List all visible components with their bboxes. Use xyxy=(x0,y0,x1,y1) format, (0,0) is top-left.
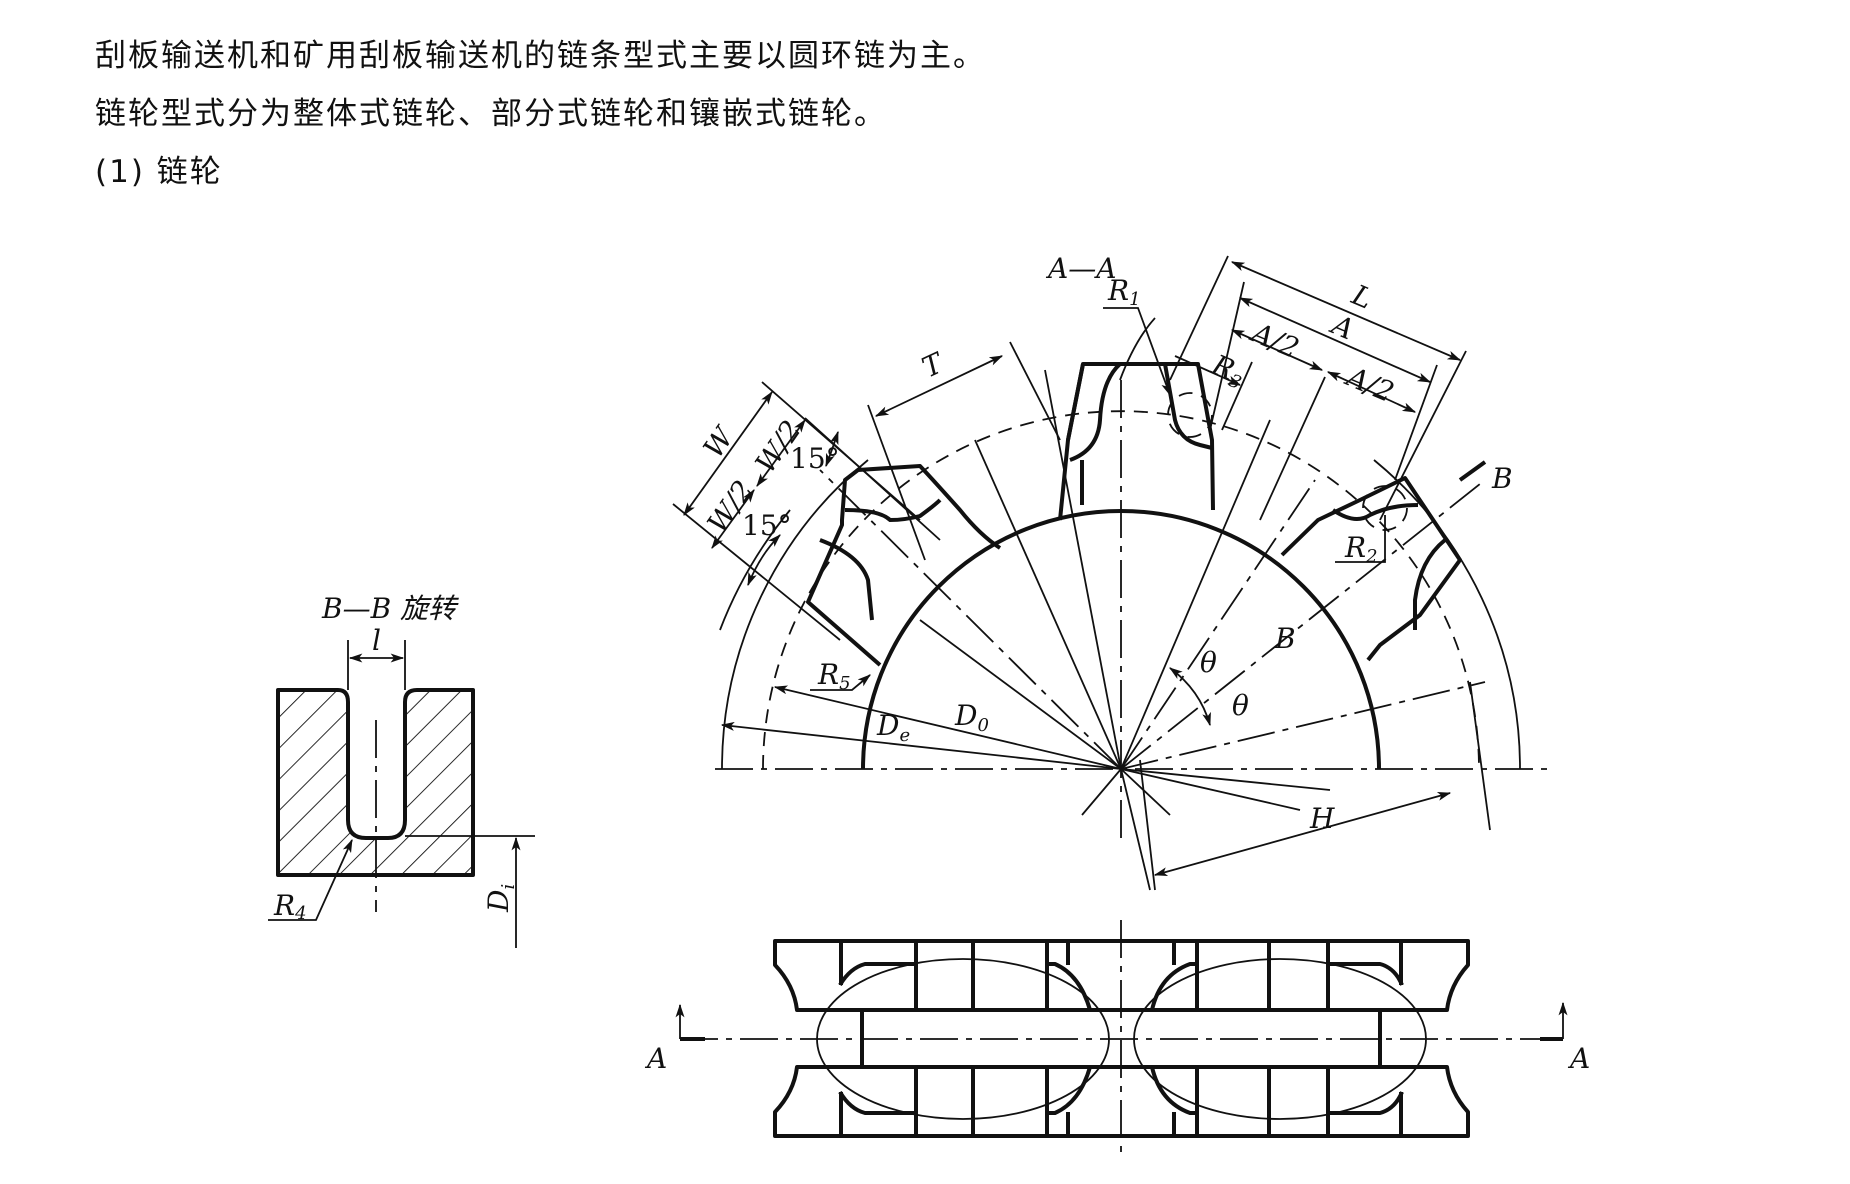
label-theta-2: θ xyxy=(1232,689,1249,722)
tooth-top-right-groove xyxy=(1163,363,1213,450)
dim-ext-r3 xyxy=(1221,361,1253,431)
dim-a-half-2 xyxy=(1326,371,1417,413)
dim-ext-l-1 xyxy=(1169,255,1229,381)
label-d0: D0 xyxy=(954,699,989,736)
label-di: Di xyxy=(482,884,519,913)
side-dividers xyxy=(838,941,1404,1136)
label-l: l xyxy=(372,624,381,657)
dim-w xyxy=(683,391,773,516)
dim-ext-h-left xyxy=(1139,759,1156,891)
leader-r4 xyxy=(268,838,353,921)
dim-w-half-1 xyxy=(756,419,806,487)
section-b-mark xyxy=(1458,460,1487,482)
dim-ext-t-left xyxy=(867,404,926,561)
tooth-right xyxy=(1280,476,1462,662)
tooth-top-edge xyxy=(1066,363,1085,441)
dim-r3 xyxy=(1174,355,1242,386)
label-r5: R5 xyxy=(817,658,851,694)
label-r3: R3 xyxy=(1205,348,1250,394)
radial-line xyxy=(1044,369,1122,770)
section-aa-title: A—A xyxy=(1045,252,1116,285)
dim-h xyxy=(1153,791,1452,877)
arc-angle-1 xyxy=(825,430,839,468)
label-theta-1: θ xyxy=(1200,646,1217,679)
radial-line xyxy=(1120,681,1486,770)
dim-a-half-1 xyxy=(1230,329,1324,371)
side-lower-block xyxy=(773,1065,1470,1138)
label-de: De xyxy=(876,709,910,746)
dim-ext-a2-mid xyxy=(1259,376,1326,521)
label-W: W xyxy=(697,420,742,464)
tooth-left-flank xyxy=(844,498,942,522)
r3-detail-circle xyxy=(1167,392,1213,438)
dim-ext-h-right xyxy=(1469,681,1491,831)
label-A-half-2: A/2 xyxy=(1340,359,1399,409)
tooth-right-groove xyxy=(1331,503,1419,521)
paragraph-sprocket-type: 链轮型式分为整体式链轮、部分式链轮和镶嵌式链轮。 xyxy=(95,96,887,132)
label-angle-2: 15° xyxy=(742,509,792,542)
label-b-mid: B xyxy=(1274,622,1296,655)
section-bb-body xyxy=(276,688,475,877)
radial-line xyxy=(819,469,1122,770)
label-h: H xyxy=(1309,802,1335,835)
dim-ext-a-2 xyxy=(1394,364,1438,481)
label-T: T xyxy=(917,346,950,385)
heading-sprocket: (1) 链轮 xyxy=(95,154,223,190)
section-bb-view: B—B 旋转 l Di R4 xyxy=(268,592,535,948)
tooth-left xyxy=(806,464,1002,667)
arc-r1 xyxy=(1119,317,1156,381)
radial-line xyxy=(974,439,1122,770)
section-bb-title: B—B 旋转 xyxy=(321,592,459,625)
paragraph-chain-type: 刮板输送机和矿用刮板输送机的链条型式主要以圆环链为主。 xyxy=(95,38,986,74)
sprocket-side-view: A A xyxy=(644,920,1590,1160)
tooth-left-groove xyxy=(819,538,874,621)
outer-circle-right xyxy=(1373,459,1521,770)
label-r1: R1 xyxy=(1107,274,1141,310)
cut-label-right: A xyxy=(1567,1042,1590,1075)
dim-ext-t-right xyxy=(1009,341,1061,441)
side-upper-block xyxy=(773,939,1470,1012)
radial-line xyxy=(919,619,1122,770)
tooth-right-flank xyxy=(1413,538,1447,630)
radial-line xyxy=(1120,419,1271,770)
tooth-top-left-groove xyxy=(1069,362,1122,462)
radial-line xyxy=(1120,768,1151,891)
label-r4: R4 xyxy=(273,889,307,924)
dim-t xyxy=(874,355,1004,417)
dim-w-half-2 xyxy=(711,489,755,549)
sprocket-front-view: D0 De R5 H θ θ B B R2 A—A R1 L xyxy=(672,252,1555,891)
dim-d0 xyxy=(773,685,1122,770)
dim-ext-l-2 xyxy=(1379,350,1467,521)
leader-r5 xyxy=(810,674,871,691)
radial-line xyxy=(1120,768,1301,811)
tooth-top xyxy=(1058,362,1215,521)
label-A: A xyxy=(1325,307,1359,346)
leader-r2 xyxy=(1335,515,1386,563)
dim-a xyxy=(1238,297,1432,383)
radial-line xyxy=(1081,768,1122,816)
label-b-top: B xyxy=(1491,462,1513,495)
dim-theta-arc xyxy=(1169,667,1211,727)
arc-angle-2 xyxy=(747,534,781,587)
radial-lines xyxy=(819,369,1486,891)
dim-de xyxy=(720,721,1122,770)
dim-ext-a-1 xyxy=(1209,281,1245,431)
radial-line xyxy=(1120,768,1331,791)
cut-label-left: A xyxy=(644,1042,667,1075)
label-L: L xyxy=(1346,278,1377,316)
radial-line xyxy=(1120,479,1316,770)
leader-r1 xyxy=(1103,307,1171,397)
label-r2: R2 xyxy=(1344,531,1378,567)
outer-circle-left xyxy=(721,459,869,770)
